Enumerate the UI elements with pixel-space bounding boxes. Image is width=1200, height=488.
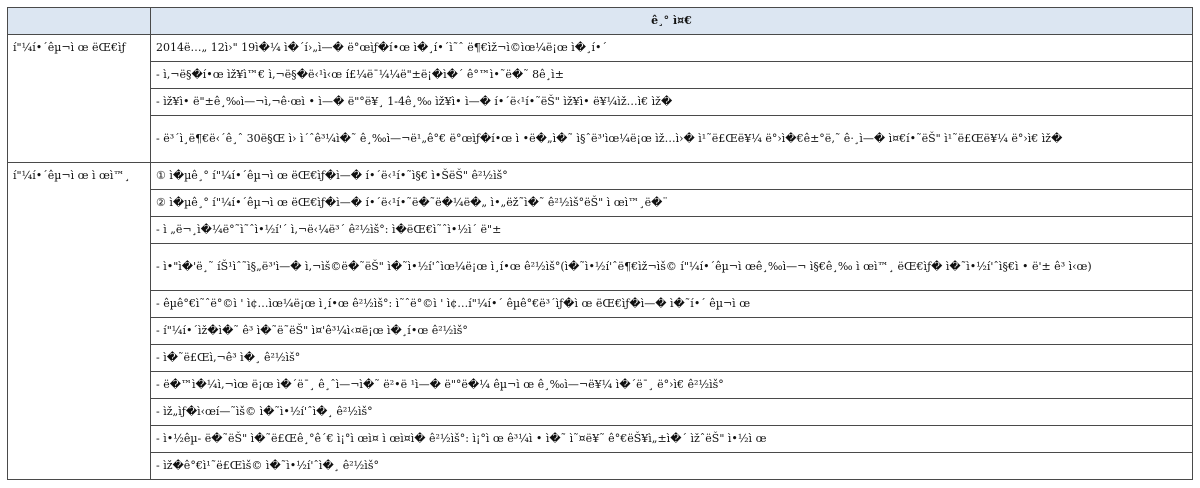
table-row: - ë³´ì¸ë¶€ë‹´ê¸ˆ 30ë§Œ ì› ì´ˆê³¼ì�˜ ê¸‰ì… <box>8 115 1193 163</box>
criteria-item: - ì•"ì�'ë¸˜ íŠ¹ìˆ˜ì§„ë³'ì—� ì‚¬ìš©ë�˜ëŠ"… <box>150 243 1193 291</box>
criteria-item: - í"¼í•´ìž�ì�˜ ê³ ì�˜ë˜ëŠ" ì¤'ê³¼ì‹¤ë¡œ … <box>150 317 1193 345</box>
criteria-item: - ì‚¬ë§�í•œ ìž¥ì™€ ì‚¬ë§�ë‹¹ì‹œ í£¼ë¯¼¼ë… <box>150 61 1193 89</box>
criteria-item: - êµ­ê°€ì˜ˆë°©ì ' ì¢…ìœ¼ë¡œ ì¸í•œ ê²½ìš°… <box>150 290 1193 318</box>
criteria-item: - ë�™ì�¼ì‚¬ìœ ë¡œ ì�´ë¯¸ ê¸ˆì—¬ì�˜ ë²•ë … <box>150 371 1193 399</box>
table-row: - ìž�ê°€ì¹˜ë£Œìš© ì�˜ì•½í'ˆì�¸ ê²½ìš° <box>8 452 1193 480</box>
table-row: - í"¼í•´ìž�ì�˜ ê³ ì�˜ë˜ëŠ" ì¤'ê³¼ì‹¤ë¡œ … <box>8 317 1193 345</box>
table-row: í"¼í•´êµ¬ì œ ëŒ€ìƒ 2014ë…„ 12ì›" 19ì�¼ ì… <box>7 34 1193 163</box>
criteria-item: - ì•½êµ­- ë�˜ëŠ" ì�˜ë£Œê¸°ê´€ ì¡°ì œì¤ ì… <box>150 425 1193 453</box>
header-title: ê¸° ì¤€ <box>150 7 1193 35</box>
criteria-item: - ë³´ì¸ë¶€ë‹´ê¸ˆ 30ë§Œ ì› ì´ˆê³¼ì�˜ ê¸‰ì… <box>150 115 1193 163</box>
criteria-table: ê¸° ì¤€ í"¼í•´êµ¬ì œ ëŒ€ìƒ 2014ë…„ 12ì›"… <box>7 7 1193 480</box>
header-blank-cell <box>7 7 151 35</box>
criteria-item: - ìž„ìƒ�ì‹œí—˜ìš© ì�˜ì•½í'ˆì�¸ ê²½ìš° <box>150 398 1193 426</box>
table-row: - êµ­ê°€ì˜ˆë°©ì ' ì¢…ìœ¼ë¡œ ì¸í•œ ê²½ìš°… <box>8 290 1193 318</box>
category-cell: í"¼í•´êµ¬ì œ ëŒ€ìƒ <box>7 34 151 163</box>
criteria-item: ① ì�µê¸° í"¼í•´êµ¬ì œ ëŒ€ìƒ�ì—� í•´ë‹¹í•… <box>150 162 1193 190</box>
table-row: - ì „ë¬¸ì�¼ë°˜ì˜ˆì•½í'´ ì‚¬ë‹¼ë³´ ê²½ìš°… <box>8 216 1193 244</box>
table-row: - ìž„ìƒ�ì‹œí—˜ìš© ì�˜ì•½í'ˆì�¸ ê²½ìš° <box>8 398 1193 426</box>
table-row: í"¼í•´êµ¬ì œ ì œì™¸ ① ì�µê¸° í"¼í•´êµ¬ì … <box>7 162 1193 480</box>
table-row: - ì‚¬ë§�í•œ ìž¥ì™€ ì‚¬ë§�ë‹¹ì‹œ í£¼ë¯¼¼ë… <box>8 61 1193 89</box>
criteria-item: - ìž¥ì• ë"±ê¸‰ì—¬ì‚¬ê·œì • ì—� ë"°ë¥¸ 1-… <box>150 88 1193 116</box>
table-row: - ë�™ì�¼ì‚¬ìœ ë¡œ ì�´ë¯¸ ê¸ˆì—¬ì�˜ ë²•ë … <box>8 371 1193 399</box>
table-header-row: ê¸° ì¤€ <box>7 7 1193 35</box>
criteria-item: - ì „ë¬¸ì�¼ë°˜ì˜ˆì•½í'´ ì‚¬ë‹¼ë³´ ê²½ìš°… <box>150 216 1193 244</box>
table-row: - ì�˜ë£Œì‚¬ê³ ì�¸ ê²½ìš° <box>8 344 1193 372</box>
criteria-item: ② ì�µê¸° í"¼í•´êµ¬ì œ ëŒ€ìƒ�ì—� í•´ë‹¹í•… <box>150 189 1193 217</box>
table-row: - ì•"ì�'ë¸˜ íŠ¹ìˆ˜ì§„ë³'ì—� ì‚¬ìš©ë�˜ëŠ"… <box>8 243 1193 291</box>
category-cell: í"¼í•´êµ¬ì œ ì œì™¸ <box>7 162 151 480</box>
criteria-item: 2014ë…„ 12ì›" 19ì�¼ ì�´í›„ì—� ë°œìƒ�í•œ … <box>150 34 1193 62</box>
criteria-item: - ì�˜ë£Œì‚¬ê³ ì�¸ ê²½ìš° <box>150 344 1193 372</box>
criteria-item: - ìž�ê°€ì¹˜ë£Œìš© ì�˜ì•½í'ˆì�¸ ê²½ìš° <box>150 452 1193 480</box>
table-row: - ìž¥ì• ë"±ê¸‰ì—¬ì‚¬ê·œì • ì—� ë"°ë¥¸ 1-… <box>8 88 1193 116</box>
table-row: - ì•½êµ­- ë�˜ëŠ" ì�˜ë£Œê¸°ê´€ ì¡°ì œì¤ ì… <box>8 425 1193 453</box>
table-row: ② ì�µê¸° í"¼í•´êµ¬ì œ ëŒ€ìƒ�ì—� í•´ë‹¹í•… <box>8 189 1193 217</box>
